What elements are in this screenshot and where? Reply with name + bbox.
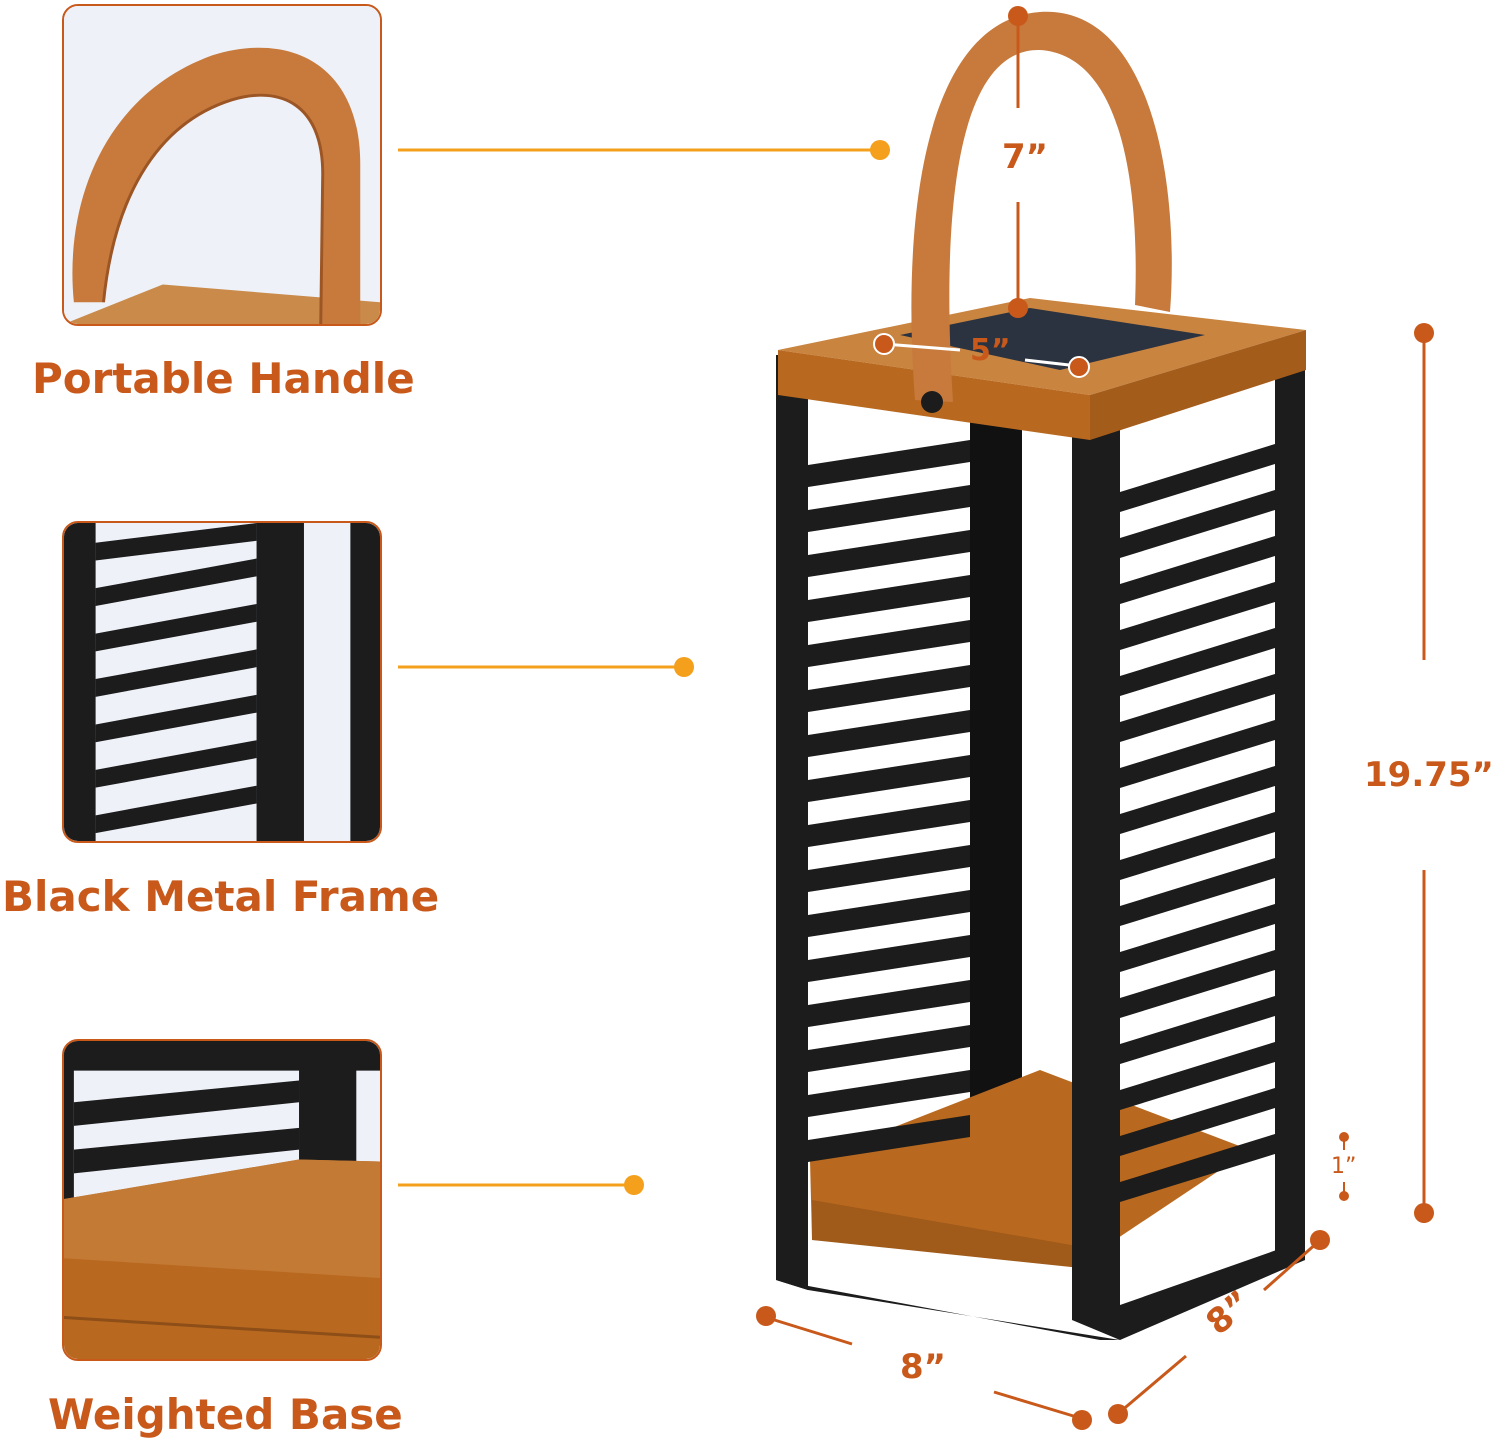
frame-slat <box>1120 996 1275 1064</box>
frame-slat <box>808 665 970 712</box>
wood-base-image <box>64 1041 380 1359</box>
leather-handle <box>911 11 1172 413</box>
frame-slat <box>808 755 970 802</box>
dimension-markers <box>756 6 1434 1430</box>
frame-slat <box>808 1115 970 1162</box>
width-label: 8” <box>900 1347 947 1387</box>
solar-panel <box>900 308 1205 370</box>
leather-strap-image <box>64 6 380 324</box>
frame-slat <box>808 890 970 937</box>
frame-slat <box>808 935 970 982</box>
frame-slat <box>1120 444 1275 512</box>
frame-slat <box>808 710 970 757</box>
frame-slat <box>1120 582 1275 650</box>
base-thickness-label: 1” <box>1331 1154 1357 1179</box>
frame-slat <box>808 620 970 667</box>
total-height-label: 19.75” <box>1364 755 1494 795</box>
frame-slat <box>808 845 970 892</box>
handle-thumbnail <box>62 4 382 326</box>
frame-slat <box>808 980 970 1027</box>
panel-width-label: 5” <box>970 333 1011 368</box>
frame-slat <box>808 530 970 577</box>
frame-slat <box>1120 674 1275 742</box>
frame-slat <box>808 1070 970 1117</box>
frame-slat <box>1120 858 1275 926</box>
feature-label-base: Weighted Base <box>48 1390 403 1439</box>
frame-slat <box>808 800 970 847</box>
frame-slat <box>1120 766 1275 834</box>
handle-height-label: 7” <box>1002 137 1049 177</box>
frame-slat <box>1120 720 1275 788</box>
frame-slat <box>808 440 970 487</box>
frame-slat <box>808 1025 970 1072</box>
frame-slat <box>1120 812 1275 880</box>
feature-label-frame: Black Metal Frame <box>2 872 440 921</box>
frame-slat <box>1120 1088 1275 1156</box>
feature-label-handle: Portable Handle <box>32 354 415 403</box>
base-thumbnail <box>62 1039 382 1361</box>
frame-thumbnail <box>62 521 382 843</box>
frame-slat <box>1120 1134 1275 1202</box>
callout-lines <box>398 140 890 1195</box>
frame-slat <box>808 485 970 532</box>
lantern-body <box>776 298 1306 1340</box>
frame-slat <box>1120 1042 1275 1110</box>
frame-slat <box>1120 490 1275 558</box>
frame-slat <box>1120 536 1275 604</box>
frame-slat <box>1120 950 1275 1018</box>
metal-frame-image <box>64 523 380 841</box>
frame-slat <box>808 575 970 622</box>
frame-slat <box>1120 628 1275 696</box>
frame-slat <box>1120 904 1275 972</box>
